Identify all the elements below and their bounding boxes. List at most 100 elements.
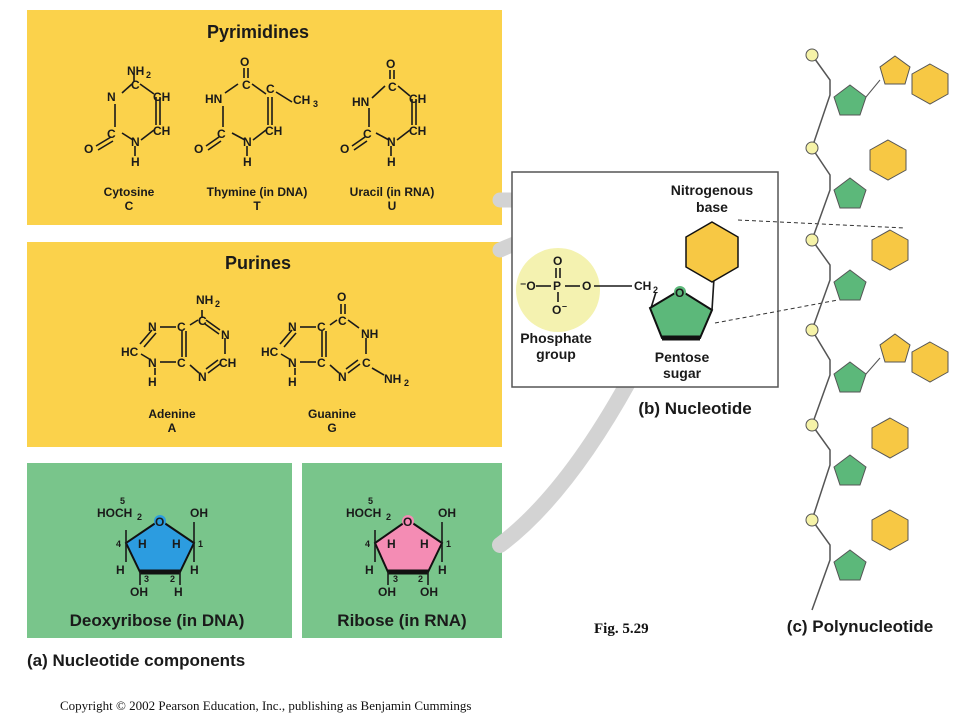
purine-base-pentagon — [879, 55, 911, 85]
svg-text:NH: NH — [384, 372, 401, 386]
svg-text:O: O — [553, 254, 562, 268]
ribose-ring — [373, 518, 444, 573]
nucleotide-box — [511, 171, 779, 388]
svg-text:OH: OH — [190, 506, 208, 520]
svg-text:HOCH: HOCH — [97, 506, 132, 520]
svg-text:4: 4 — [365, 539, 370, 549]
guanine-abbr: G — [327, 421, 336, 435]
nitrogenous-base-label-2: base — [696, 199, 728, 215]
svg-text:C: C — [317, 320, 326, 334]
guanine-name: Guanine — [308, 407, 356, 421]
phosphate-bead — [805, 141, 819, 155]
svg-text:N: N — [288, 320, 297, 334]
sugar-pentagon — [833, 549, 867, 581]
svg-text:C: C — [198, 314, 207, 328]
svg-text:O: O — [552, 303, 561, 317]
uracil-structure: O C HN CH C CH O N H — [340, 57, 426, 169]
sugar-pentagon — [833, 84, 867, 116]
svg-text:5: 5 — [368, 496, 373, 506]
svg-text:H: H — [190, 563, 199, 577]
svg-text:H: H — [420, 537, 429, 551]
svg-text:2: 2 — [215, 299, 220, 309]
sugar-pentagon — [833, 177, 867, 209]
ribose-label: Ribose (in RNA) — [337, 611, 466, 630]
purine-base-hexagon — [911, 63, 949, 105]
svg-text:C: C — [131, 78, 140, 92]
svg-text:3: 3 — [313, 99, 318, 109]
pyrimidine-base-hexagon — [871, 509, 909, 551]
phosphate-bead — [805, 323, 819, 337]
svg-text:CH: CH — [219, 356, 236, 370]
pentose-label-1: Pentose — [655, 349, 710, 365]
svg-text:H: H — [172, 537, 181, 551]
svg-text:2: 2 — [170, 574, 175, 584]
svg-text:C: C — [177, 320, 186, 334]
phosphate-label-2: group — [536, 346, 576, 362]
svg-text:2: 2 — [404, 378, 409, 388]
svg-text:OH: OH — [438, 506, 456, 520]
svg-text:C: C — [242, 78, 251, 92]
pyrimidine-base-hexagon — [871, 229, 909, 271]
svg-text:NH: NH — [196, 293, 213, 307]
unit-5 — [805, 417, 909, 486]
svg-text:2: 2 — [137, 512, 142, 522]
svg-text:CH: CH — [293, 93, 310, 107]
svg-text:5: 5 — [120, 496, 125, 506]
sugar-pentagon — [833, 454, 867, 486]
svg-text:HC: HC — [121, 345, 139, 359]
svg-text:C: C — [388, 80, 397, 94]
svg-text:C: C — [266, 82, 275, 96]
svg-text:HN: HN — [352, 95, 369, 109]
svg-text:H: H — [138, 537, 147, 551]
svg-text:N: N — [221, 328, 230, 342]
svg-text:C: C — [363, 127, 372, 141]
svg-text:CH: CH — [409, 124, 426, 138]
cytosine-name: Cytosine — [104, 185, 155, 199]
svg-text:C: C — [177, 356, 186, 370]
svg-text:O: O — [337, 290, 346, 304]
phosphate-glow — [516, 248, 600, 332]
svg-text:O: O — [155, 515, 164, 529]
deoxyribose-label: Deoxyribose (in DNA) — [70, 611, 245, 630]
svg-text:H: H — [148, 375, 157, 389]
svg-text:3: 3 — [393, 574, 398, 584]
adenine-name: Adenine — [148, 407, 196, 421]
sugar-pentagon — [833, 361, 867, 393]
uracil-abbr: U — [388, 199, 397, 213]
svg-text:4: 4 — [116, 539, 121, 549]
svg-text:OH: OH — [378, 585, 396, 599]
svg-text:O: O — [194, 142, 203, 156]
svg-text:H: H — [288, 375, 297, 389]
svg-text:N: N — [288, 356, 297, 370]
purine-base-hexagon — [911, 341, 949, 383]
svg-text:O: O — [240, 55, 249, 69]
unit-2 — [805, 139, 907, 209]
pyrimidine-base-hexagon — [871, 417, 909, 459]
svg-text:H: H — [387, 155, 396, 169]
phosphate-label-1: Phosphate — [520, 330, 592, 346]
svg-text:2: 2 — [386, 512, 391, 522]
svg-text:O: O — [403, 515, 412, 529]
nitrogenous-base-shape — [685, 221, 739, 283]
svg-text:1: 1 — [198, 539, 203, 549]
svg-text:3: 3 — [144, 574, 149, 584]
svg-text:H: H — [174, 585, 183, 599]
svg-text:N: N — [131, 135, 140, 149]
svg-text:N: N — [198, 370, 207, 384]
svg-text:N: N — [107, 90, 116, 104]
adenine-abbr: A — [168, 421, 177, 435]
svg-text:HOCH: HOCH — [346, 506, 381, 520]
phosphate-bead — [805, 418, 819, 432]
svg-text:–: – — [562, 301, 567, 311]
unit-1 — [805, 48, 949, 116]
svg-text:2: 2 — [653, 285, 658, 295]
nucleotide-components-caption: (a) Nucleotide components — [27, 651, 245, 670]
unit-4 — [805, 323, 949, 393]
pyrimidine-base-hexagon — [869, 139, 907, 181]
svg-text:C: C — [338, 314, 347, 328]
svg-text:H: H — [387, 537, 396, 551]
cytosine-abbr: C — [125, 199, 134, 213]
svg-text:H: H — [116, 563, 125, 577]
